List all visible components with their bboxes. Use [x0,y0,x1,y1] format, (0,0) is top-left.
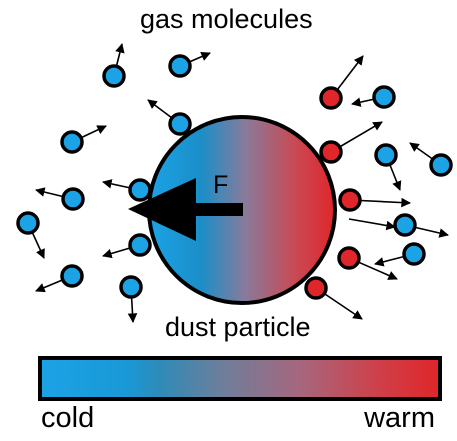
warm-label: warm [364,402,435,434]
gas-molecule-cold [393,213,417,237]
gas-molecule-cold [128,178,152,202]
warm-gas-molecules [304,86,362,300]
gas-molecule-cold [102,64,126,88]
gas-molecule-cold [119,275,143,299]
temperature-scale-bar [38,356,442,401]
gas-molecule-warm [338,188,362,212]
force-arrow [128,178,243,241]
gas-molecule-cold [16,211,40,235]
gas-molecule-cold [429,153,453,177]
gas-molecule-cold [60,264,84,288]
gas-molecule-cold [60,130,84,154]
gas-molecule-warm [319,140,343,164]
gas-molecule-warm [304,276,328,300]
gas-molecule-cold [374,143,398,167]
gas-molecule-cold [128,233,152,257]
velocity-arrow [348,218,396,231]
gas-molecule-cold [168,54,192,78]
force-label: F [213,171,228,199]
gas-molecule-cold [168,112,192,136]
gas-molecule-cold [61,187,85,211]
dust-particle-label: dust particle [165,312,311,342]
gas-molecule-warm [319,86,343,110]
gas-molecule-warm [337,246,361,270]
gas-molecule-cold [372,85,396,109]
cold-gas-molecules [16,54,453,299]
cold-label: cold [41,402,95,434]
gas-molecules-label: gas molecules [140,4,313,34]
gas-molecule-cold [402,242,426,266]
